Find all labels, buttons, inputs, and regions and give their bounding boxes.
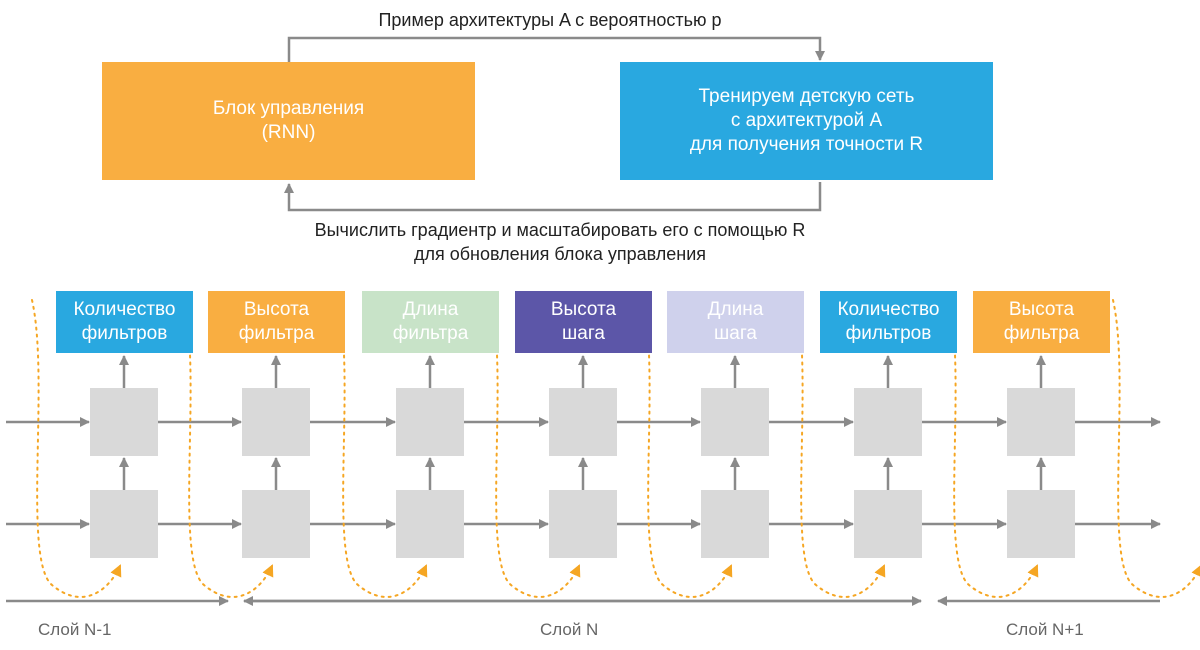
layer-label-next: Слой N+1: [1006, 620, 1084, 639]
decision-token: Количество фильтров: [56, 291, 193, 353]
rnn-cell-upper: [396, 388, 464, 456]
feedback-dotted-arrow: [1112, 299, 1200, 598]
decision-token: Длина шага: [667, 291, 804, 353]
decision-token: Высота шага: [515, 291, 652, 353]
feedback-dotted-arrow: [948, 299, 1039, 598]
feedback-dotted-arrow: [642, 299, 733, 598]
gradient-arrow: [284, 182, 822, 212]
decision-token: Высота фильтра: [208, 291, 345, 353]
sample-arrow: [287, 36, 825, 62]
feedback-dotted-arrow: [337, 299, 428, 598]
layer-label-current: Слой N: [540, 620, 599, 639]
rnn-cell-lower: [242, 490, 310, 558]
feedback-dotted-arrow: [795, 299, 886, 598]
controller-box: Блок управления (RNN): [102, 62, 475, 180]
gradient-caption: Вычислить градиентр и масштабировать его…: [314, 220, 806, 264]
child-network-box: Тренируем детскую сеть с архитектурой A …: [620, 62, 993, 180]
rnn-cell-upper: [854, 388, 922, 456]
rnn-cell-lower: [701, 490, 769, 558]
feedback-dotted-arrow: [490, 299, 581, 598]
rnn-cell-lower: [549, 490, 617, 558]
rnn-cell-upper: [549, 388, 617, 456]
rnn-cell-upper: [242, 388, 310, 456]
feedback-dotted-arrow: [183, 299, 274, 598]
decision-token: Количество фильтров: [820, 291, 957, 353]
decision-token: Высота фильтра: [973, 291, 1110, 353]
rnn-cell-lower: [90, 490, 158, 558]
rnn-cell-lower: [396, 490, 464, 558]
rnn-cell-lower: [1007, 490, 1075, 558]
rnn-cell-lower: [854, 490, 922, 558]
rnn-cell-upper: [701, 388, 769, 456]
layer-label-prev: Слой N-1: [38, 620, 112, 639]
feedback-dotted-arrow: [31, 299, 122, 598]
rnn-cell-upper: [1007, 388, 1075, 456]
rnn-cell-upper: [90, 388, 158, 456]
sample-caption: Пример архитектуры A с вероятностью p: [378, 10, 722, 30]
decision-token: Длина фильтра: [362, 291, 499, 353]
